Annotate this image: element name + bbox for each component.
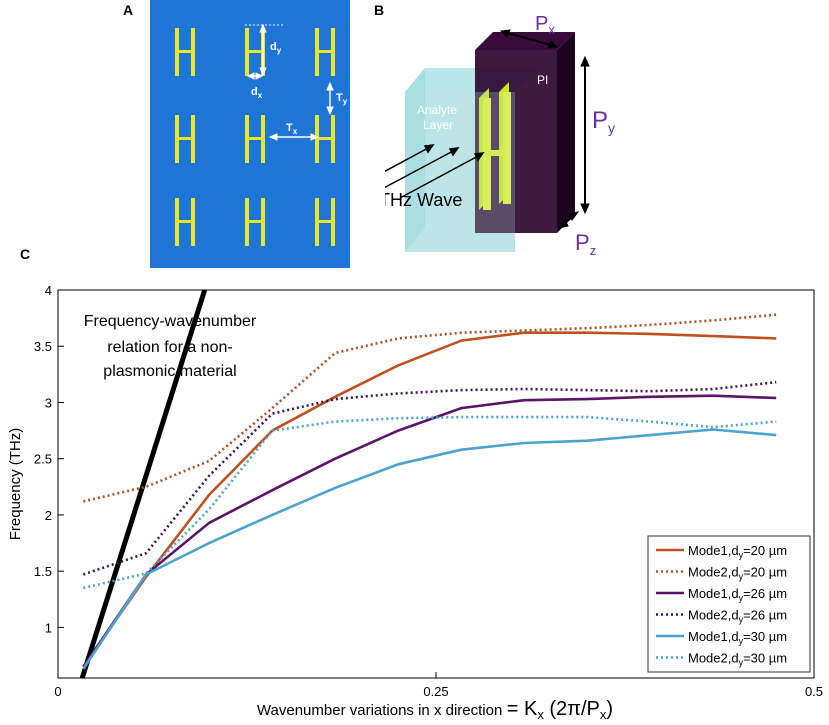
dimension-markers: [245, 23, 334, 141]
panel-b-unit-cell-diagram: Px Py Pz PI Analyte Layer THz Wave: [385, 13, 615, 258]
series-line-1: [82, 331, 777, 668]
legend: Mode1,dy=20 µm Mode2,dy=20 µm Mode1,dy=26 …: [647, 535, 811, 673]
label-tx: Tx: [286, 122, 298, 136]
label-dx: dx: [251, 86, 263, 100]
h-resonator: [245, 115, 265, 163]
annotation: Frequency-wavenumber relation for a non-p…: [84, 313, 257, 380]
legend-box: [647, 535, 811, 673]
x-tick-label: 0.5: [805, 684, 823, 699]
label-ty: Ty: [336, 92, 348, 106]
series-lines: [79, 289, 777, 679]
y-tick-label: 3.5: [34, 339, 52, 354]
legend-label-4: Mode2,dy=26 µm: [688, 608, 787, 625]
y-tick-label: 4: [45, 283, 52, 298]
h-resonator: [175, 115, 195, 163]
legend-label-3: Mode1,dy=26 µm: [688, 586, 787, 603]
h-resonator: [175, 198, 195, 246]
light-line: [79, 289, 208, 679]
x-axis-label: Wavenumber variations in x direction = K…: [257, 698, 613, 722]
label-pz: Pz: [575, 230, 596, 258]
annotation-line-1: Frequency-wavenumber: [84, 313, 257, 330]
label-dy: dy: [270, 41, 282, 55]
label-px: Px: [535, 13, 555, 37]
substrate-background: [150, 0, 350, 268]
series-line-2: [83, 313, 777, 503]
series-line-4: [82, 380, 777, 576]
h-resonator-grid: [175, 28, 335, 246]
x-tick-label: 0.25: [423, 684, 448, 699]
legend-label-1: Mode1,dy=20 µm: [688, 543, 787, 560]
annotation-line-2: relation for a non-: [107, 339, 232, 356]
panel-letter-b: B: [374, 2, 385, 18]
analyte-overlay: [405, 92, 515, 252]
x-tick-label: 0: [54, 684, 61, 699]
h-resonator-right-front: [503, 92, 511, 204]
thz-wave-arrows: [385, 144, 485, 199]
h-resonator: [315, 198, 335, 246]
h-resonator: [315, 28, 335, 76]
series-line-3: [82, 394, 777, 668]
legend-label-2: Mode2,dy=20 µm: [688, 565, 787, 582]
series-line-5: [82, 428, 777, 670]
label-analyte-line1: Analyte: [417, 103, 457, 117]
h-resonator: [315, 115, 335, 163]
panel-a-metasurface-diagram: dy dx Ty Tx: [150, 0, 350, 268]
y-axis-label: Frequency (THz): [7, 428, 24, 541]
h-resonator-bar: [489, 150, 505, 156]
legend-label-6: Mode2,dy=30 µm: [688, 651, 787, 668]
panel-letter-a: A: [123, 2, 134, 18]
h-resonator: [245, 198, 265, 246]
label-pi: PI: [537, 73, 548, 87]
y-tick-label: 1.5: [34, 564, 52, 579]
axis-ticks: 0 0.25 0.5 1 1.5 2 2.5 3 3.5 4: [34, 283, 823, 699]
panel-letter-c: C: [20, 246, 31, 262]
legend-label-5: Mode1,dy=30 µm: [688, 629, 787, 646]
pi-block-front: [475, 50, 557, 233]
pi-block-side: [557, 32, 575, 233]
dimension-arrows: [499, 29, 590, 229]
label-thz-wave: THz Wave: [385, 190, 462, 210]
panel-c-dispersion-chart: 0 0.25 0.5 1 1.5 2 2.5 3 3.5 4 Frequency-wavenumb…: [7, 283, 823, 722]
annotation-line-3: plasmonic material: [103, 363, 236, 380]
h-resonator: [175, 28, 195, 76]
y-tick-label: 2.5: [34, 452, 52, 467]
y-tick-label: 3: [45, 395, 52, 410]
label-py: Py: [592, 107, 615, 136]
y-tick-label: 1: [45, 620, 52, 635]
label-analyte-line2: Layer: [423, 118, 453, 132]
y-tick-label: 2: [45, 508, 52, 523]
h-resonator-left-front: [483, 98, 491, 210]
